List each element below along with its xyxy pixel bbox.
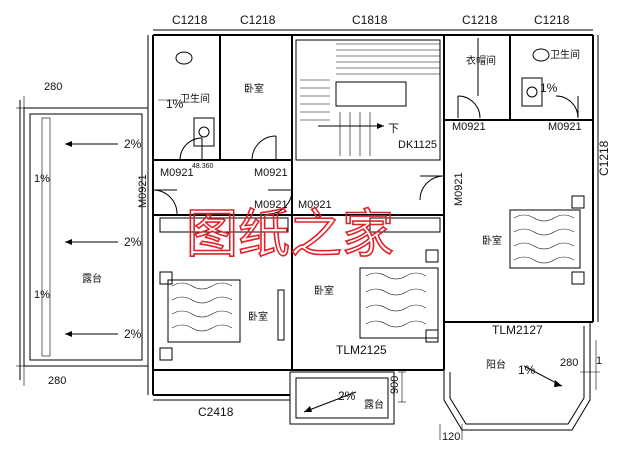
bed-mid [359, 249, 439, 343]
door-swings [152, 95, 579, 215]
slope-label-1: 2% [124, 137, 142, 151]
room-label-bedroom-mid: 卧室 [314, 284, 334, 297]
slope-label-balcony: 1% [518, 363, 536, 377]
dimension-marks [398, 340, 600, 440]
dim-900: 900 [389, 376, 401, 394]
door-label-bed-right-side: M0921 [453, 172, 465, 206]
door-label-bed-mid-a: M0921 [254, 199, 288, 211]
elevation-label: 48.360 [192, 163, 214, 170]
door-label-bath-left: M0921 [160, 167, 194, 179]
door-label-tlm2125: TLM2125 [336, 343, 387, 357]
window-label-c1218-c: C1218 [462, 13, 498, 27]
room-label-terrace-left: 露台 [82, 272, 102, 285]
window-label-c1218-a: C1218 [172, 13, 208, 27]
slope-label-bath-left: 1% [166, 97, 184, 111]
door-labels: M0921 M0921 M0921 M0921 M0921 M0921 M092… [137, 121, 582, 211]
window-label-c1218-side: C1218 [597, 140, 611, 176]
window-label-c1218-d: C1218 [534, 13, 570, 27]
stair-down-label: 下 [388, 122, 399, 135]
stairs [300, 43, 440, 156]
dim-120: 120 [442, 431, 460, 443]
door-label-bed-top: M0921 [254, 167, 288, 179]
door-label-tlm2127: TLM2127 [492, 323, 543, 337]
bed-left [159, 271, 241, 361]
dim-280-right: 280 [560, 357, 578, 369]
room-label-bath-right: 卫生间 [550, 48, 580, 61]
dimension-labels: 280 280 280 900 120 1 48.360 [44, 81, 602, 443]
dim-280-bottom: 280 [48, 375, 66, 387]
terrace-bottom [289, 371, 395, 425]
slope-label-2: 2% [124, 235, 142, 249]
door-label-closet: M0921 [452, 121, 486, 133]
room-labels: 卫生间 卧室 衣帽间 卫生间 卧室 卧室 卧室 露台 露台 阳台 [82, 48, 580, 411]
slope-label-bath-right: 1% [540, 81, 558, 95]
bath-left-fixtures [158, 51, 215, 147]
window-label-c2418: C2418 [198, 405, 234, 419]
slope-label-4: 1% [34, 173, 50, 185]
door-label-bath-right: M0921 [548, 121, 582, 133]
window-label-c1818: C1818 [352, 13, 388, 27]
terrace-left [16, 96, 149, 386]
wardrobes [159, 217, 441, 341]
room-label-bedroom-top: 卧室 [244, 82, 264, 95]
balcony [443, 322, 591, 431]
dim-1: 1 [596, 355, 602, 367]
door-label-bed-mid-b: M0921 [298, 199, 332, 211]
room-label-bedroom-left: 卧室 [248, 310, 268, 323]
window-labels: C1218 C1218 C1818 C1218 C1218 C1218 C241… [172, 13, 611, 419]
window-label-c1218-b: C1218 [240, 13, 276, 27]
bath-right-fixtures [477, 38, 550, 107]
bed-right [509, 195, 585, 285]
room-label-terrace-bottom: 露台 [364, 398, 384, 411]
slope-labels: 2% 2% 2% 1% 1% 1% 1% 2% 1% [34, 81, 558, 403]
door-label-bed-left-side: M0921 [137, 174, 149, 208]
walls [147, 29, 599, 401]
door-label-stair: DK1125 [398, 139, 437, 151]
slope-arrows-left [65, 141, 118, 337]
slope-label-terrace-bottom: 2% [338, 389, 356, 403]
dim-280-top: 280 [44, 81, 62, 93]
room-label-bedroom-right: 卧室 [482, 234, 502, 247]
slope-label-5: 1% [34, 289, 50, 301]
room-label-closet: 衣帽间 [466, 54, 496, 67]
room-label-balcony: 阳台 [486, 358, 506, 371]
slope-label-3: 2% [124, 327, 142, 341]
watermark: 图纸之家 [186, 205, 394, 265]
room-label-bath-left: 卫生间 [180, 92, 210, 105]
